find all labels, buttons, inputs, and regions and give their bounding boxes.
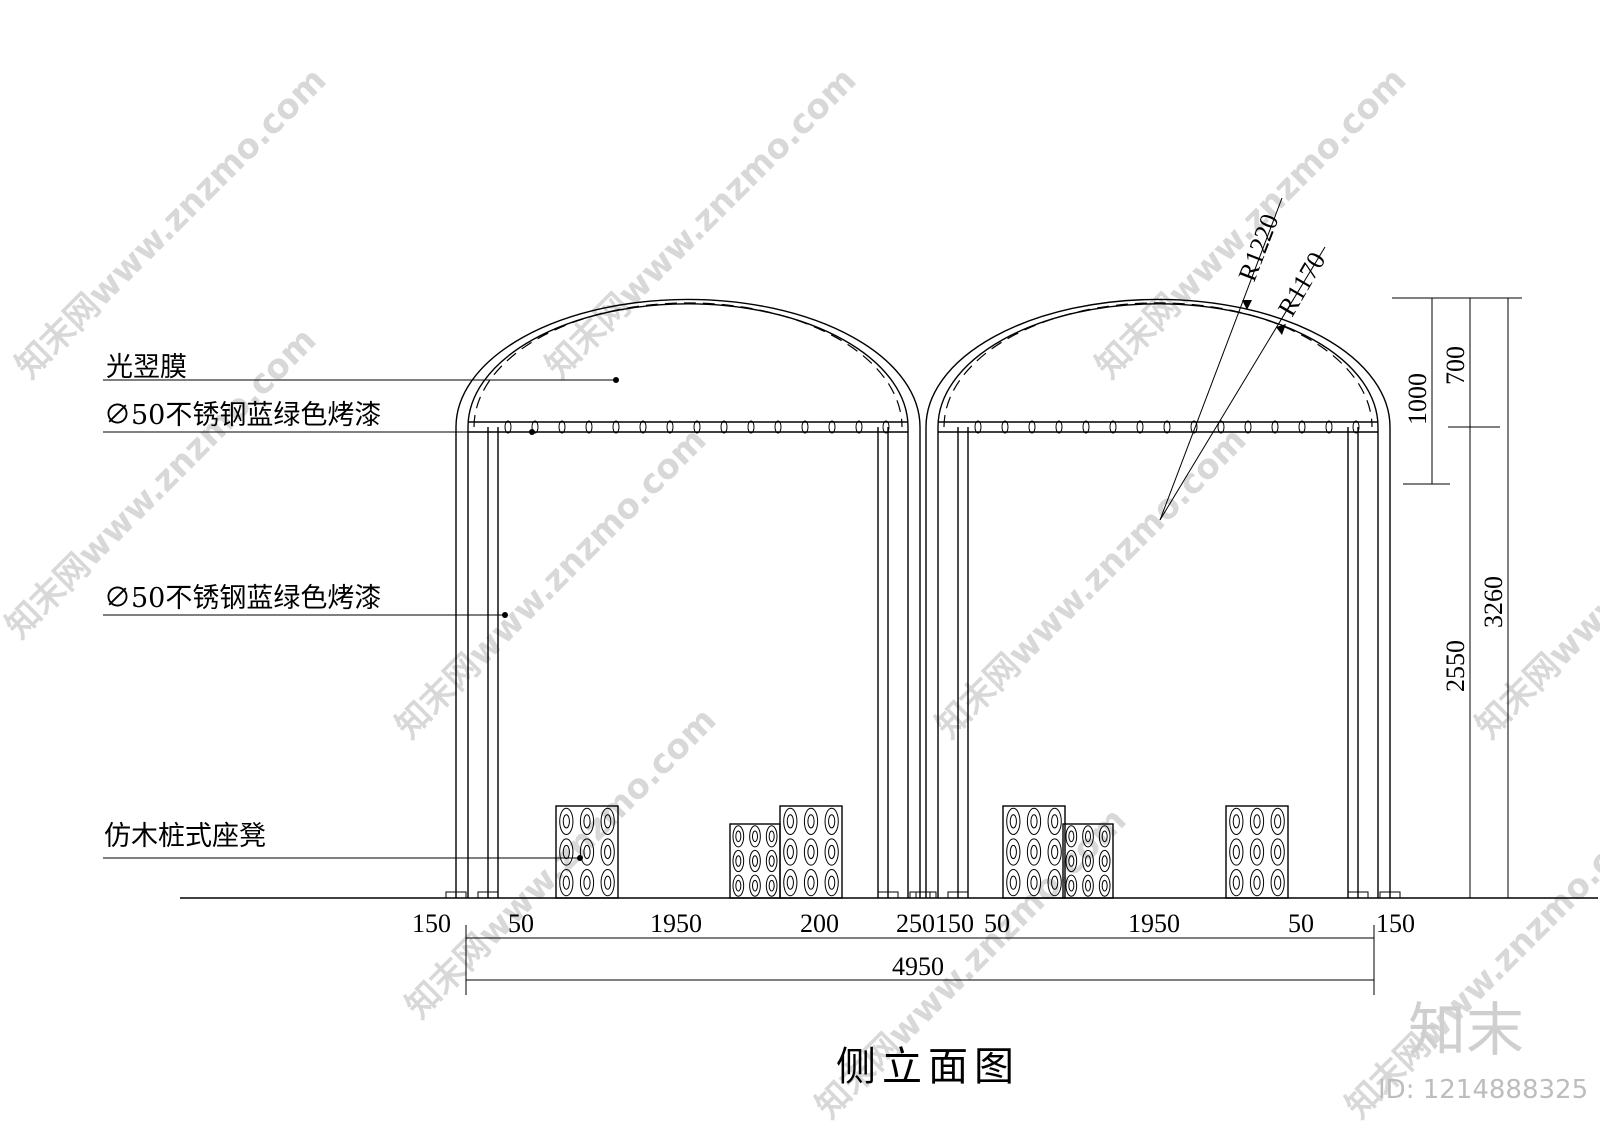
bench-3 — [779, 805, 843, 899]
bench-6 — [1225, 805, 1289, 899]
arch-structures — [445, 298, 1401, 899]
dim-arch-upper: 700 — [1441, 346, 1470, 385]
dim-2: 50 — [508, 909, 534, 938]
dim-6: 150 — [935, 909, 974, 938]
dim-1: 150 — [412, 909, 451, 938]
dim-5: 250 — [896, 909, 935, 938]
dim-3: 1950 — [650, 909, 702, 938]
radius-leaders — [1159, 197, 1326, 521]
watermark-text: 知末网www.znzmo.com — [1088, 60, 1414, 386]
dim-9: 50 — [1288, 909, 1314, 938]
arch-left — [445, 298, 931, 899]
dim-7: 50 — [984, 909, 1010, 938]
arch-right — [915, 298, 1401, 899]
bench-group — [555, 805, 1289, 899]
drawing-title: 侧立面图 — [836, 1044, 1020, 1090]
bench-5 — [1062, 823, 1114, 899]
dim-8: 1950 — [1128, 909, 1180, 938]
horizontal-dimensions — [465, 925, 1375, 995]
bench-2 — [729, 823, 781, 899]
dim-10: 150 — [1376, 909, 1415, 938]
label-membrane: 光翌膜 — [106, 352, 187, 383]
watermark-text: 知末网www.znzmo.com — [538, 60, 864, 386]
watermark-text: 知末网www.znzmo.com — [928, 420, 1254, 746]
dim-overall: 3260 — [1479, 576, 1508, 628]
bench-4 — [1002, 805, 1066, 899]
bench-1 — [555, 805, 619, 899]
label-post: ∅50不锈钢蓝绿色烤漆 — [104, 583, 381, 614]
label-beam: ∅50不锈钢蓝绿色烤漆 — [104, 400, 381, 431]
dim-4: 200 — [800, 909, 839, 938]
label-leaders — [103, 377, 619, 861]
label-bench: 仿木桩式座凳 — [104, 821, 266, 852]
radius-inner-label: R1170 — [1272, 247, 1331, 321]
watermark-logo: 知末 — [1408, 996, 1524, 1064]
watermark-text: 知末网www.znzmo.com — [388, 420, 714, 746]
watermark-id: ID: 1214888325 — [1378, 1075, 1588, 1105]
dim-post-height: 2550 — [1441, 640, 1470, 692]
dim-total: 4950 — [892, 952, 944, 981]
dim-arch-total: 1000 — [1403, 373, 1432, 425]
vertical-dimensions — [1392, 297, 1522, 899]
watermark-text: 知末网www.znzmo.com — [398, 700, 724, 1026]
